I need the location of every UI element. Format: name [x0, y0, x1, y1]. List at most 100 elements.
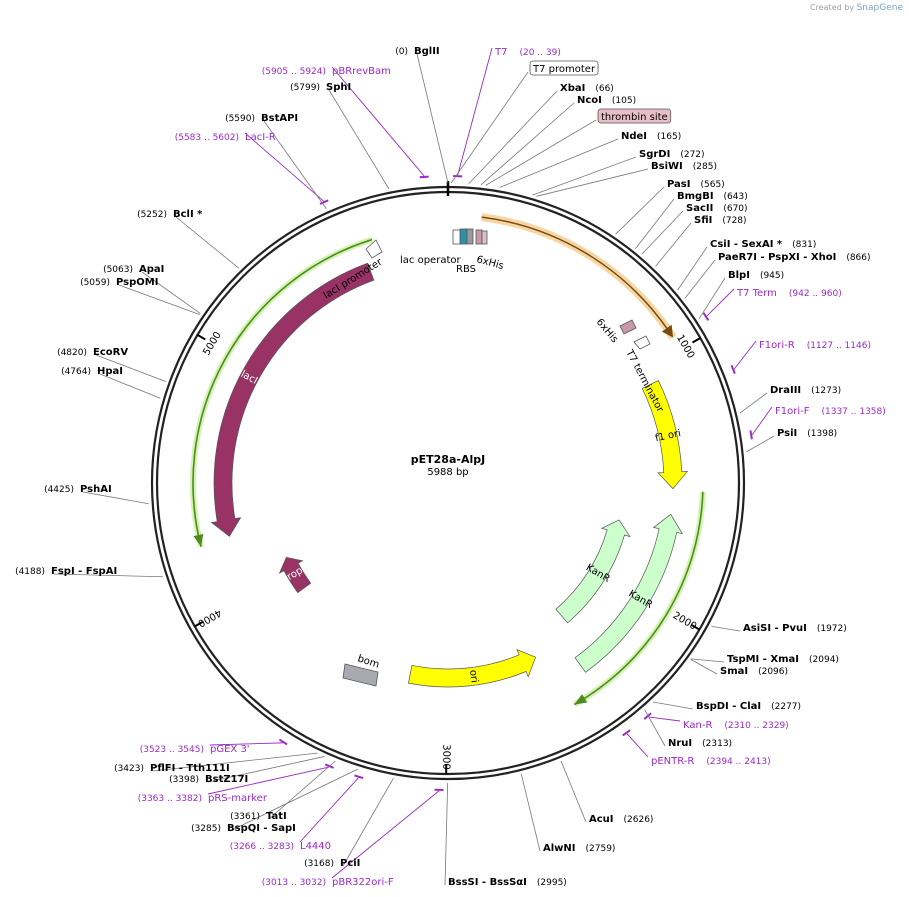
backbone [150, 181, 746, 781]
enzyme-site: SfiI(728) [694, 215, 747, 226]
feature-arrow-glow [481, 213, 677, 340]
primer-range: (2394 .. 2413) [706, 757, 770, 767]
t7-terminator-box [633, 335, 651, 350]
enzyme-name: BstZ17I [205, 774, 248, 785]
primer-range: (942 .. 960) [789, 289, 842, 299]
primer-name: pENTR-R [651, 756, 694, 767]
enzyme-site: AcuI(2626) [589, 814, 653, 825]
primer-name: pBR322ori-F [332, 877, 394, 888]
enzyme-leader [711, 626, 741, 632]
enzyme-leader [95, 354, 166, 382]
enzyme-leader [641, 210, 684, 255]
enzyme-site: (5059)PspOMI [80, 277, 158, 288]
tick-label: 5000 [201, 330, 223, 358]
enzyme-position: (3361) [230, 812, 260, 822]
enzyme-position: (272) [680, 150, 704, 160]
enzyme-name: PasI [667, 179, 690, 190]
primer-site: (3523 .. 3545)pGEX 3' [140, 744, 250, 755]
enzyme-position: (2626) [624, 815, 654, 825]
enzyme-name: BssSI - BssSαI [448, 877, 527, 888]
leader-lines [53, 47, 775, 886]
primer-name: LacI-R [245, 132, 276, 143]
boxed-feature-box [597, 108, 672, 124]
feature-arrow-label: f1 ori [654, 428, 682, 444]
enzyme-site: (5063)ApaI [103, 264, 164, 275]
boxed-feature: T7 promoter [529, 60, 599, 76]
primer-name: Kan-R [683, 720, 712, 731]
enzyme-name: HpaI [97, 366, 123, 377]
primer-range: (5583 .. 5602) [175, 133, 239, 143]
primer-mark [622, 729, 631, 737]
enzyme-leader [152, 752, 318, 772]
enzyme-leader [652, 701, 694, 710]
primer-mark [702, 312, 710, 321]
enzyme-leader [263, 120, 327, 210]
enzyme-site: (4188)FspI - FspAI [15, 566, 117, 577]
enzyme-site: (5590)BstAPI [225, 113, 298, 124]
enzyme-name: SfiI [694, 215, 712, 226]
enzyme-leader [560, 760, 587, 823]
enzyme-leader [532, 156, 637, 196]
feature-arrow [574, 513, 683, 673]
enzyme-site: NdeI(165) [621, 131, 681, 142]
enzyme-leader [635, 198, 675, 249]
enzyme-position: (165) [657, 132, 681, 142]
his-box-a [466, 228, 474, 245]
enzyme-leader [468, 90, 558, 184]
enzyme-name: SphI [326, 82, 351, 93]
boxed-feature: thrombin site [597, 108, 672, 124]
enzyme-position: (105) [612, 96, 636, 106]
his-tag-right-label: 6xHis [594, 317, 620, 345]
enzyme-position: (2094) [809, 655, 839, 665]
enzyme-leader [746, 435, 775, 453]
primer-mark [354, 774, 364, 779]
snapgene-logo: SnapGene [856, 3, 903, 13]
credit-prefix: Created by [810, 3, 855, 12]
primer-site: (5905 .. 5924)pBRrevBam [262, 66, 391, 77]
outer-arc-head [574, 694, 588, 705]
rbs-label: RBS [456, 264, 476, 275]
enzyme-site: XbaI(66) [560, 83, 614, 94]
enzyme-leader [690, 659, 718, 675]
enzyme-position: (3168) [304, 859, 334, 869]
primer-name: pRS-marker [208, 793, 268, 804]
enzyme-leader [499, 138, 619, 188]
enzyme-leader [677, 246, 708, 291]
enzyme-name: BglII [414, 46, 440, 57]
primer-site: T7 Term(942 .. 960) [736, 288, 842, 299]
enzyme-position: (4764) [61, 367, 91, 377]
enzyme-position: (0) [395, 47, 408, 57]
primer-leader [626, 733, 649, 758]
enzyme-site: NcoI(105) [577, 95, 636, 106]
enzyme-position: (2313) [702, 739, 732, 749]
enzyme-name: EcoRV [93, 347, 128, 358]
enzyme-site: (3423)PflFI - Tth111I [114, 763, 230, 774]
enzyme-site: (0) BglII [395, 46, 439, 57]
enzyme-leader [53, 573, 164, 578]
enzyme-position: (866) [846, 253, 870, 263]
enzyme-site: AlwNI(2759) [543, 843, 615, 854]
t7-terminator-label: T7 terminator [623, 347, 666, 415]
primer-site: (3013 .. 3032)pBR322ori-F [262, 877, 394, 888]
primer-leader [706, 288, 735, 317]
his-tag-right-box [619, 319, 637, 335]
tick-mark [692, 337, 701, 344]
enzyme-site: (3168)PciI [304, 858, 360, 869]
enzyme-leader [99, 373, 161, 399]
enzyme-leader [536, 168, 649, 197]
enzyme-name: BlpI [728, 270, 750, 281]
enzyme-name: AlwNI [543, 843, 576, 854]
enzyme-leader [342, 777, 394, 867]
enzyme-leader [444, 782, 449, 886]
primer-mark [643, 712, 652, 720]
feature-arrow-label: ori [467, 669, 480, 683]
his-box-b [475, 229, 483, 245]
enzyme-leader [416, 53, 449, 184]
primer-leader [244, 132, 324, 202]
enzyme-leader [644, 709, 666, 747]
enzyme-leader [141, 271, 201, 314]
enzyme-position: (5590) [225, 114, 255, 124]
